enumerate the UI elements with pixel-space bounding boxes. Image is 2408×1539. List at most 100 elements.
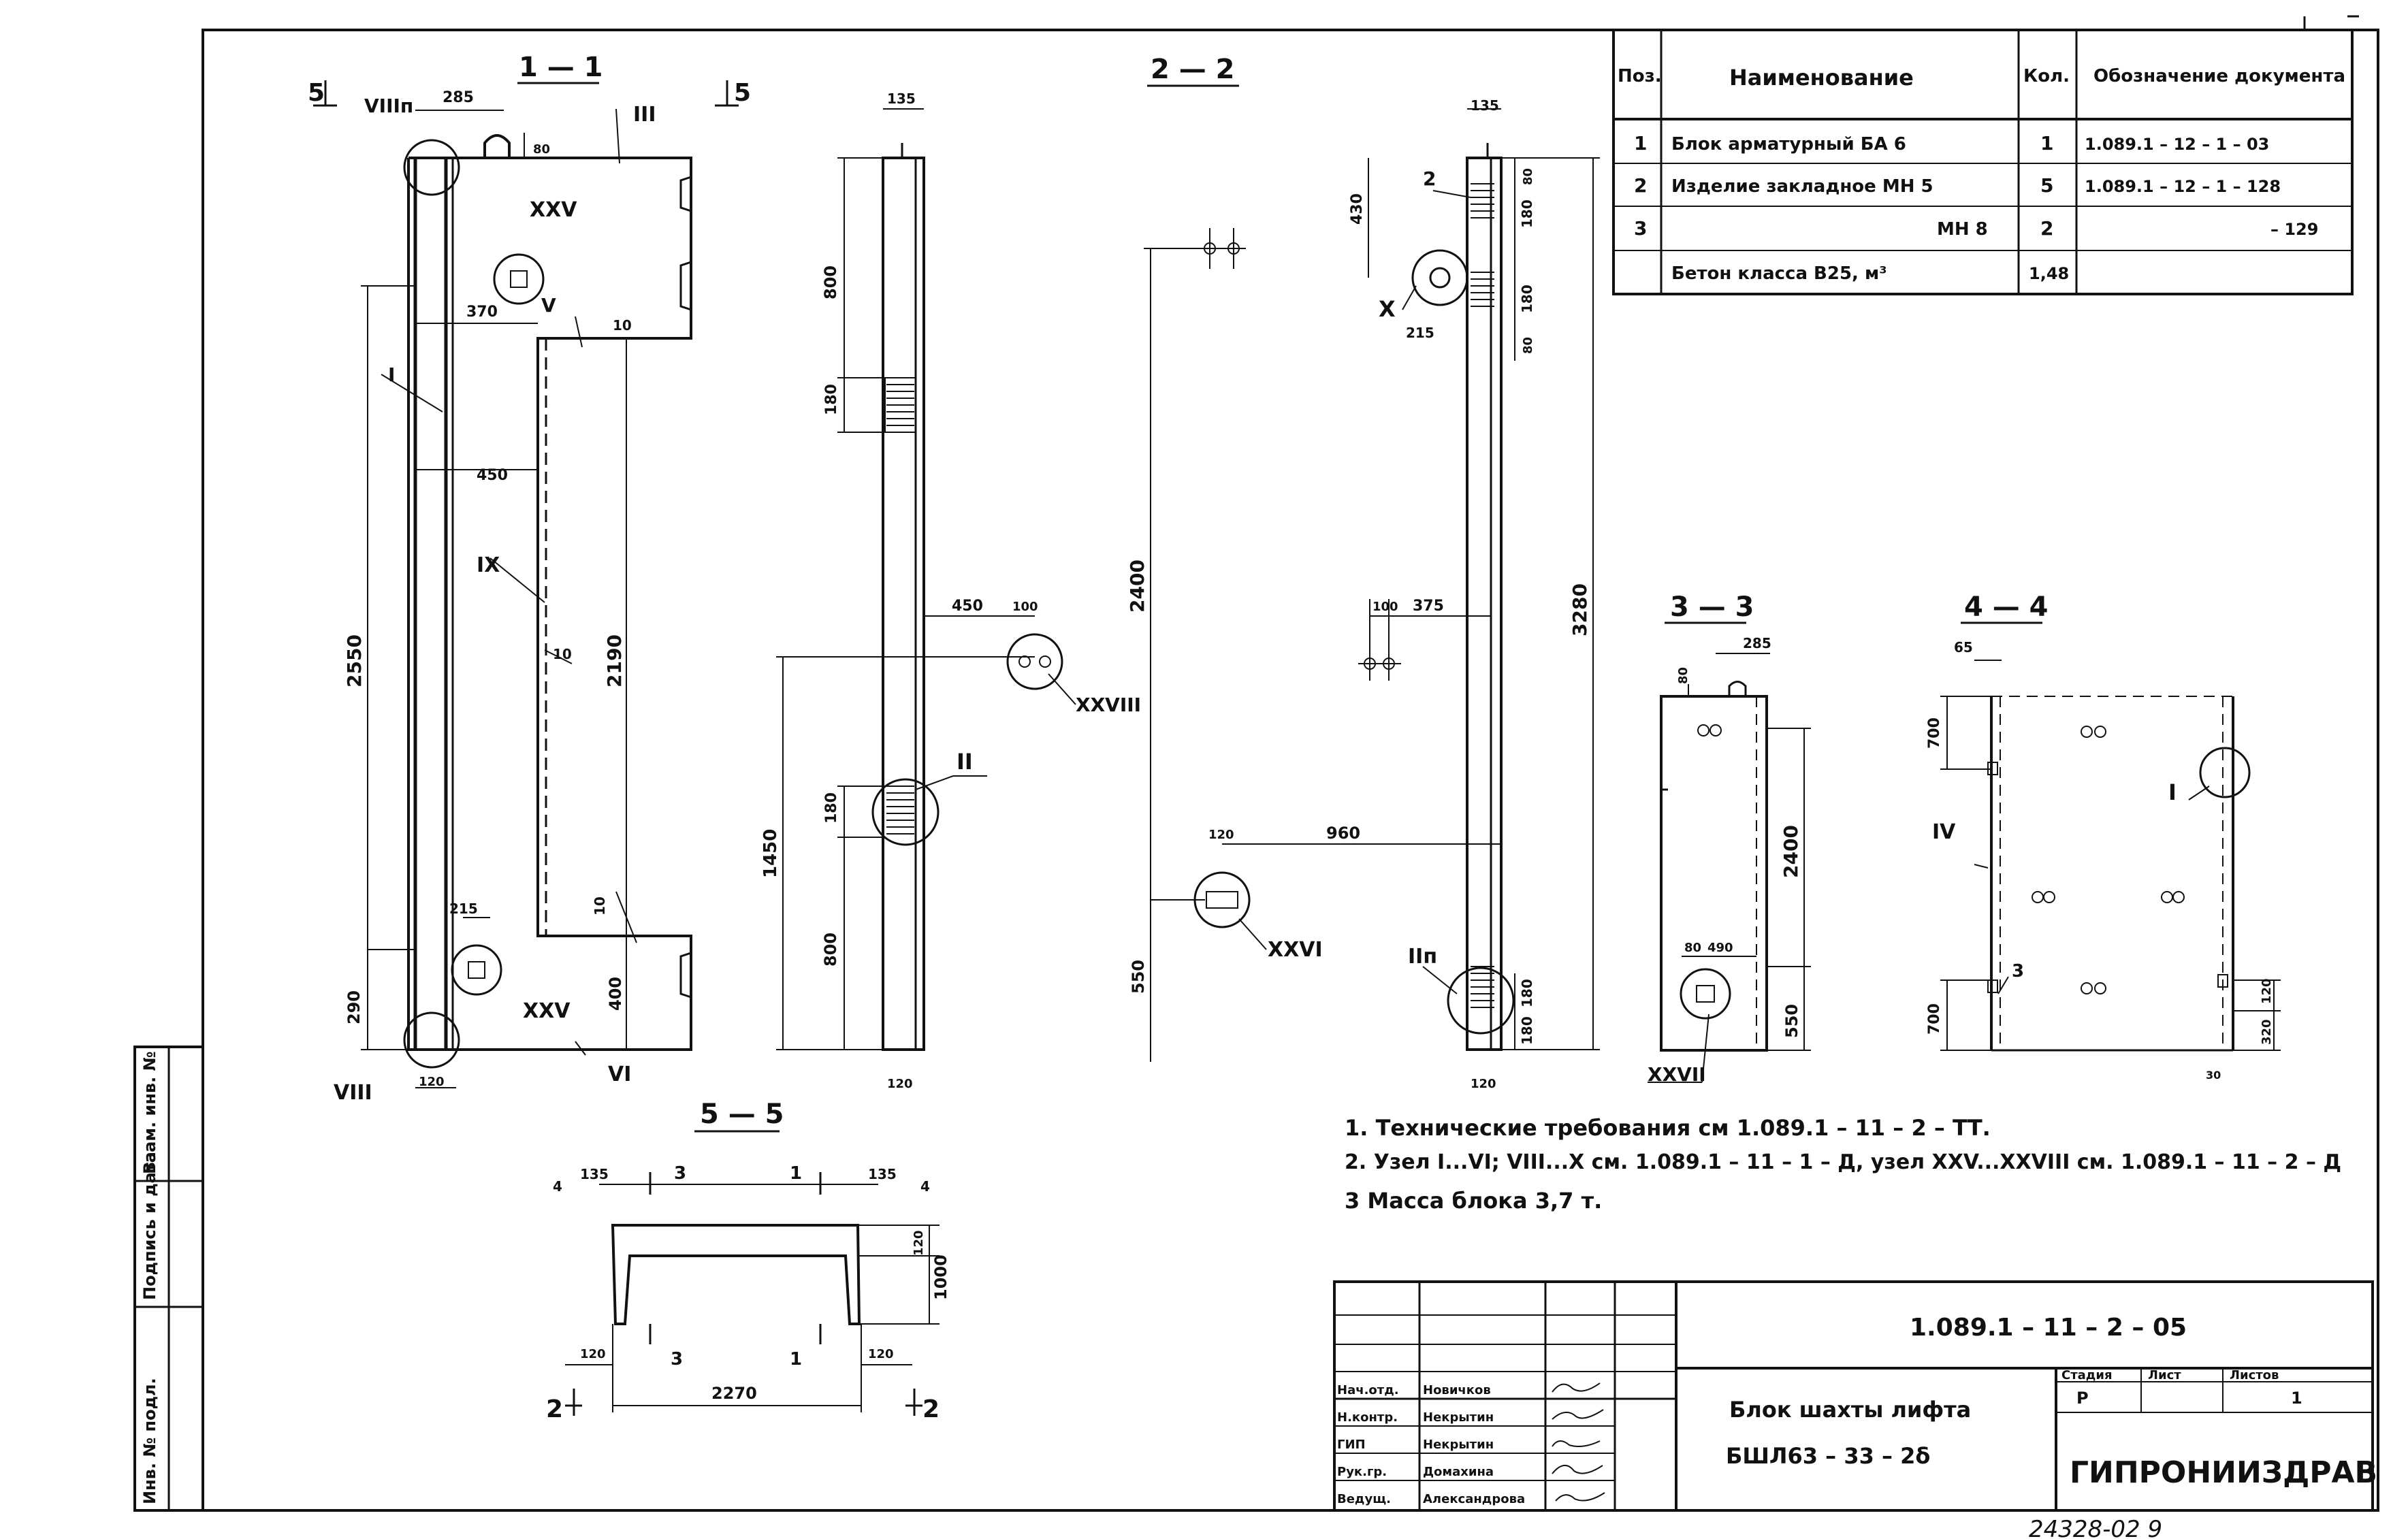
name-3: Некрытин — [1423, 1438, 1494, 1452]
note-1: 1. Технические требования см 1.089.1 – 1… — [1345, 1115, 1991, 1141]
side-stamp: Инв. № подл. Подпись и дата Взам. инв. № — [133, 1046, 204, 1512]
dim-2400-22: 2400 — [1126, 560, 1149, 613]
dim-550-33: 550 — [1782, 1004, 1801, 1038]
sheets-value: 1 — [2291, 1389, 2302, 1408]
spec-row3-name: МН 8 — [1937, 219, 1988, 240]
spec-table: Поз. Наименование Кол. Обозначение докум… — [1612, 29, 2354, 295]
signatures — [1552, 1382, 1605, 1502]
dim-550-22: 550 — [1129, 960, 1148, 994]
node-xxviii: XXVIII — [1076, 694, 1141, 716]
dim-135-22b: 135 — [1471, 97, 1499, 114]
role-5: Ведущ. — [1337, 1492, 1391, 1506]
dim-215-22: 215 — [1406, 325, 1434, 341]
dim-1450: 1450 — [760, 829, 781, 878]
dim-2270: 2270 — [711, 1384, 757, 1403]
spec-row3-doc: – 129 — [2270, 220, 2318, 239]
dim-120-44: 120 — [2260, 978, 2274, 1004]
spec-row3-qty: 2 — [2040, 217, 2053, 240]
dim-135-55a: 135 — [580, 1166, 609, 1182]
name-1: Новичков — [1423, 1383, 1491, 1397]
cut-5-left: 5 — [308, 79, 325, 107]
dim-180-22f: 180 — [1519, 1016, 1535, 1045]
spec-header-pos: Поз. — [1618, 66, 1662, 86]
dim-3280: 3280 — [1569, 583, 1591, 636]
section-3-3-title: 3 — 3 — [1670, 592, 1754, 623]
notes: 1. Технические требования см 1.089.1 – 1… — [1345, 1115, 2341, 1214]
dim-135-22a: 135 — [887, 91, 916, 107]
pos-2-marker: 2 — [1423, 167, 1436, 190]
spec-row2-doc: 1.089.1 – 12 – 1 – 128 — [2085, 177, 2281, 196]
dim-430: 430 — [1349, 193, 1366, 225]
node-xxv-a: XXV — [530, 198, 577, 222]
dim-800-22a: 800 — [821, 265, 840, 299]
role-1: Нач.отд. — [1337, 1383, 1399, 1397]
cut-2-left: 2 — [546, 1395, 563, 1423]
doc-title-line2: БШЛ63 – 33 – 2δ — [1726, 1443, 1930, 1469]
cut-2-right: 2 — [922, 1395, 940, 1423]
dim-80-11: 80 — [533, 142, 550, 157]
side-stamp-replace: Взам. инв. № — [140, 1052, 159, 1174]
spec-row1-name: Блок арматурный БА 6 — [1671, 134, 1906, 155]
dim-10c: 10 — [592, 896, 608, 916]
dim-180-22b: 180 — [823, 792, 840, 824]
node-iv: IV — [1932, 820, 1956, 844]
dim-180-22c: 180 — [1519, 199, 1535, 228]
dim-120-55a: 120 — [912, 1230, 926, 1256]
org-name: ГИПРОНИИЗДРАВ — [2070, 1455, 2377, 1490]
dim-2400-33: 2400 — [1780, 825, 1802, 878]
spec-row2-pos: 2 — [1634, 174, 1647, 197]
node-xxvi: XXVI — [1268, 938, 1323, 962]
node-vi: VI — [608, 1063, 631, 1086]
title-block: 1.089.1 – 11 – 2 – 05 Блок шахты лифта Б… — [1333, 1280, 2377, 1512]
dim-120-22c: 120 — [1471, 1077, 1496, 1091]
dim-490: 490 — [1707, 941, 1733, 955]
node-iip: IIп — [1408, 945, 1437, 969]
name-4: Домахина — [1423, 1465, 1494, 1479]
node-viii-top: VIIIп — [364, 95, 413, 117]
node-ix: IX — [477, 553, 500, 577]
node-x: X — [1379, 296, 1396, 322]
dim-120-22b: 120 — [1208, 828, 1234, 842]
dim-290: 290 — [344, 990, 364, 1024]
dim-80-33: 80 — [1676, 667, 1690, 684]
spec-row3-pos: 3 — [1634, 217, 1647, 240]
node-ii: II — [957, 749, 973, 775]
dim-700-44a: 700 — [1926, 717, 1943, 749]
side-stamp-sign: Подпись и дата — [140, 1152, 159, 1300]
dim-2190: 2190 — [603, 634, 626, 687]
dim-180-22a: 180 — [823, 384, 840, 415]
note-2: 2. Узел I...VI; VIII...X см. 1.089.1 – 1… — [1345, 1150, 2341, 1174]
node-xxv-b: XXV — [523, 999, 571, 1023]
dim-120-55b: 120 — [580, 1347, 606, 1361]
cut-1b: 1 — [790, 1349, 802, 1370]
role-4: Рук.гр. — [1337, 1465, 1387, 1479]
stage-value: Р — [2076, 1389, 2089, 1408]
dim-4-55a: 4 — [553, 1178, 562, 1195]
dim-375: 375 — [1413, 598, 1444, 615]
section-4-4-title: 4 — 4 — [1964, 592, 2049, 623]
pos-3-marker: 3 — [2012, 961, 2024, 982]
section-5-5: 5 — 5 4 135 3 1 135 4 120 1000 120 3 1 1… — [546, 1099, 950, 1423]
dim-180-22d: 180 — [1519, 285, 1535, 313]
dim-285-11: 285 — [443, 89, 474, 106]
section-4-4: 4 — 4 65 700 700 12 — [1926, 592, 2281, 1082]
dim-700-44b: 700 — [1926, 1003, 1943, 1035]
section-2-2: 2 — 2 — [760, 54, 1600, 1091]
spec-header-doc: Обозначение документа — [2093, 66, 2345, 86]
cut-3b: 3 — [671, 1349, 683, 1370]
dim-180-22e: 180 — [1519, 979, 1535, 1007]
dim-10a: 10 — [613, 317, 632, 334]
dim-30: 30 — [2206, 1069, 2221, 1082]
dim-120-22a: 120 — [887, 1077, 913, 1091]
spec-row1-qty: 1 — [2040, 132, 2053, 155]
dim-100-22a: 100 — [1012, 600, 1038, 614]
stage-label: Стадия — [2061, 1368, 2113, 1382]
node-viii-bot: VIII — [334, 1081, 372, 1105]
dim-120-11: 120 — [419, 1075, 445, 1089]
spec-header-name: Наименование — [1729, 65, 1914, 91]
dim-100-22b: 100 — [1372, 600, 1398, 614]
dim-370: 370 — [466, 304, 498, 321]
name-2: Некрытин — [1423, 1410, 1494, 1425]
node-i-44: I — [2168, 779, 2177, 805]
